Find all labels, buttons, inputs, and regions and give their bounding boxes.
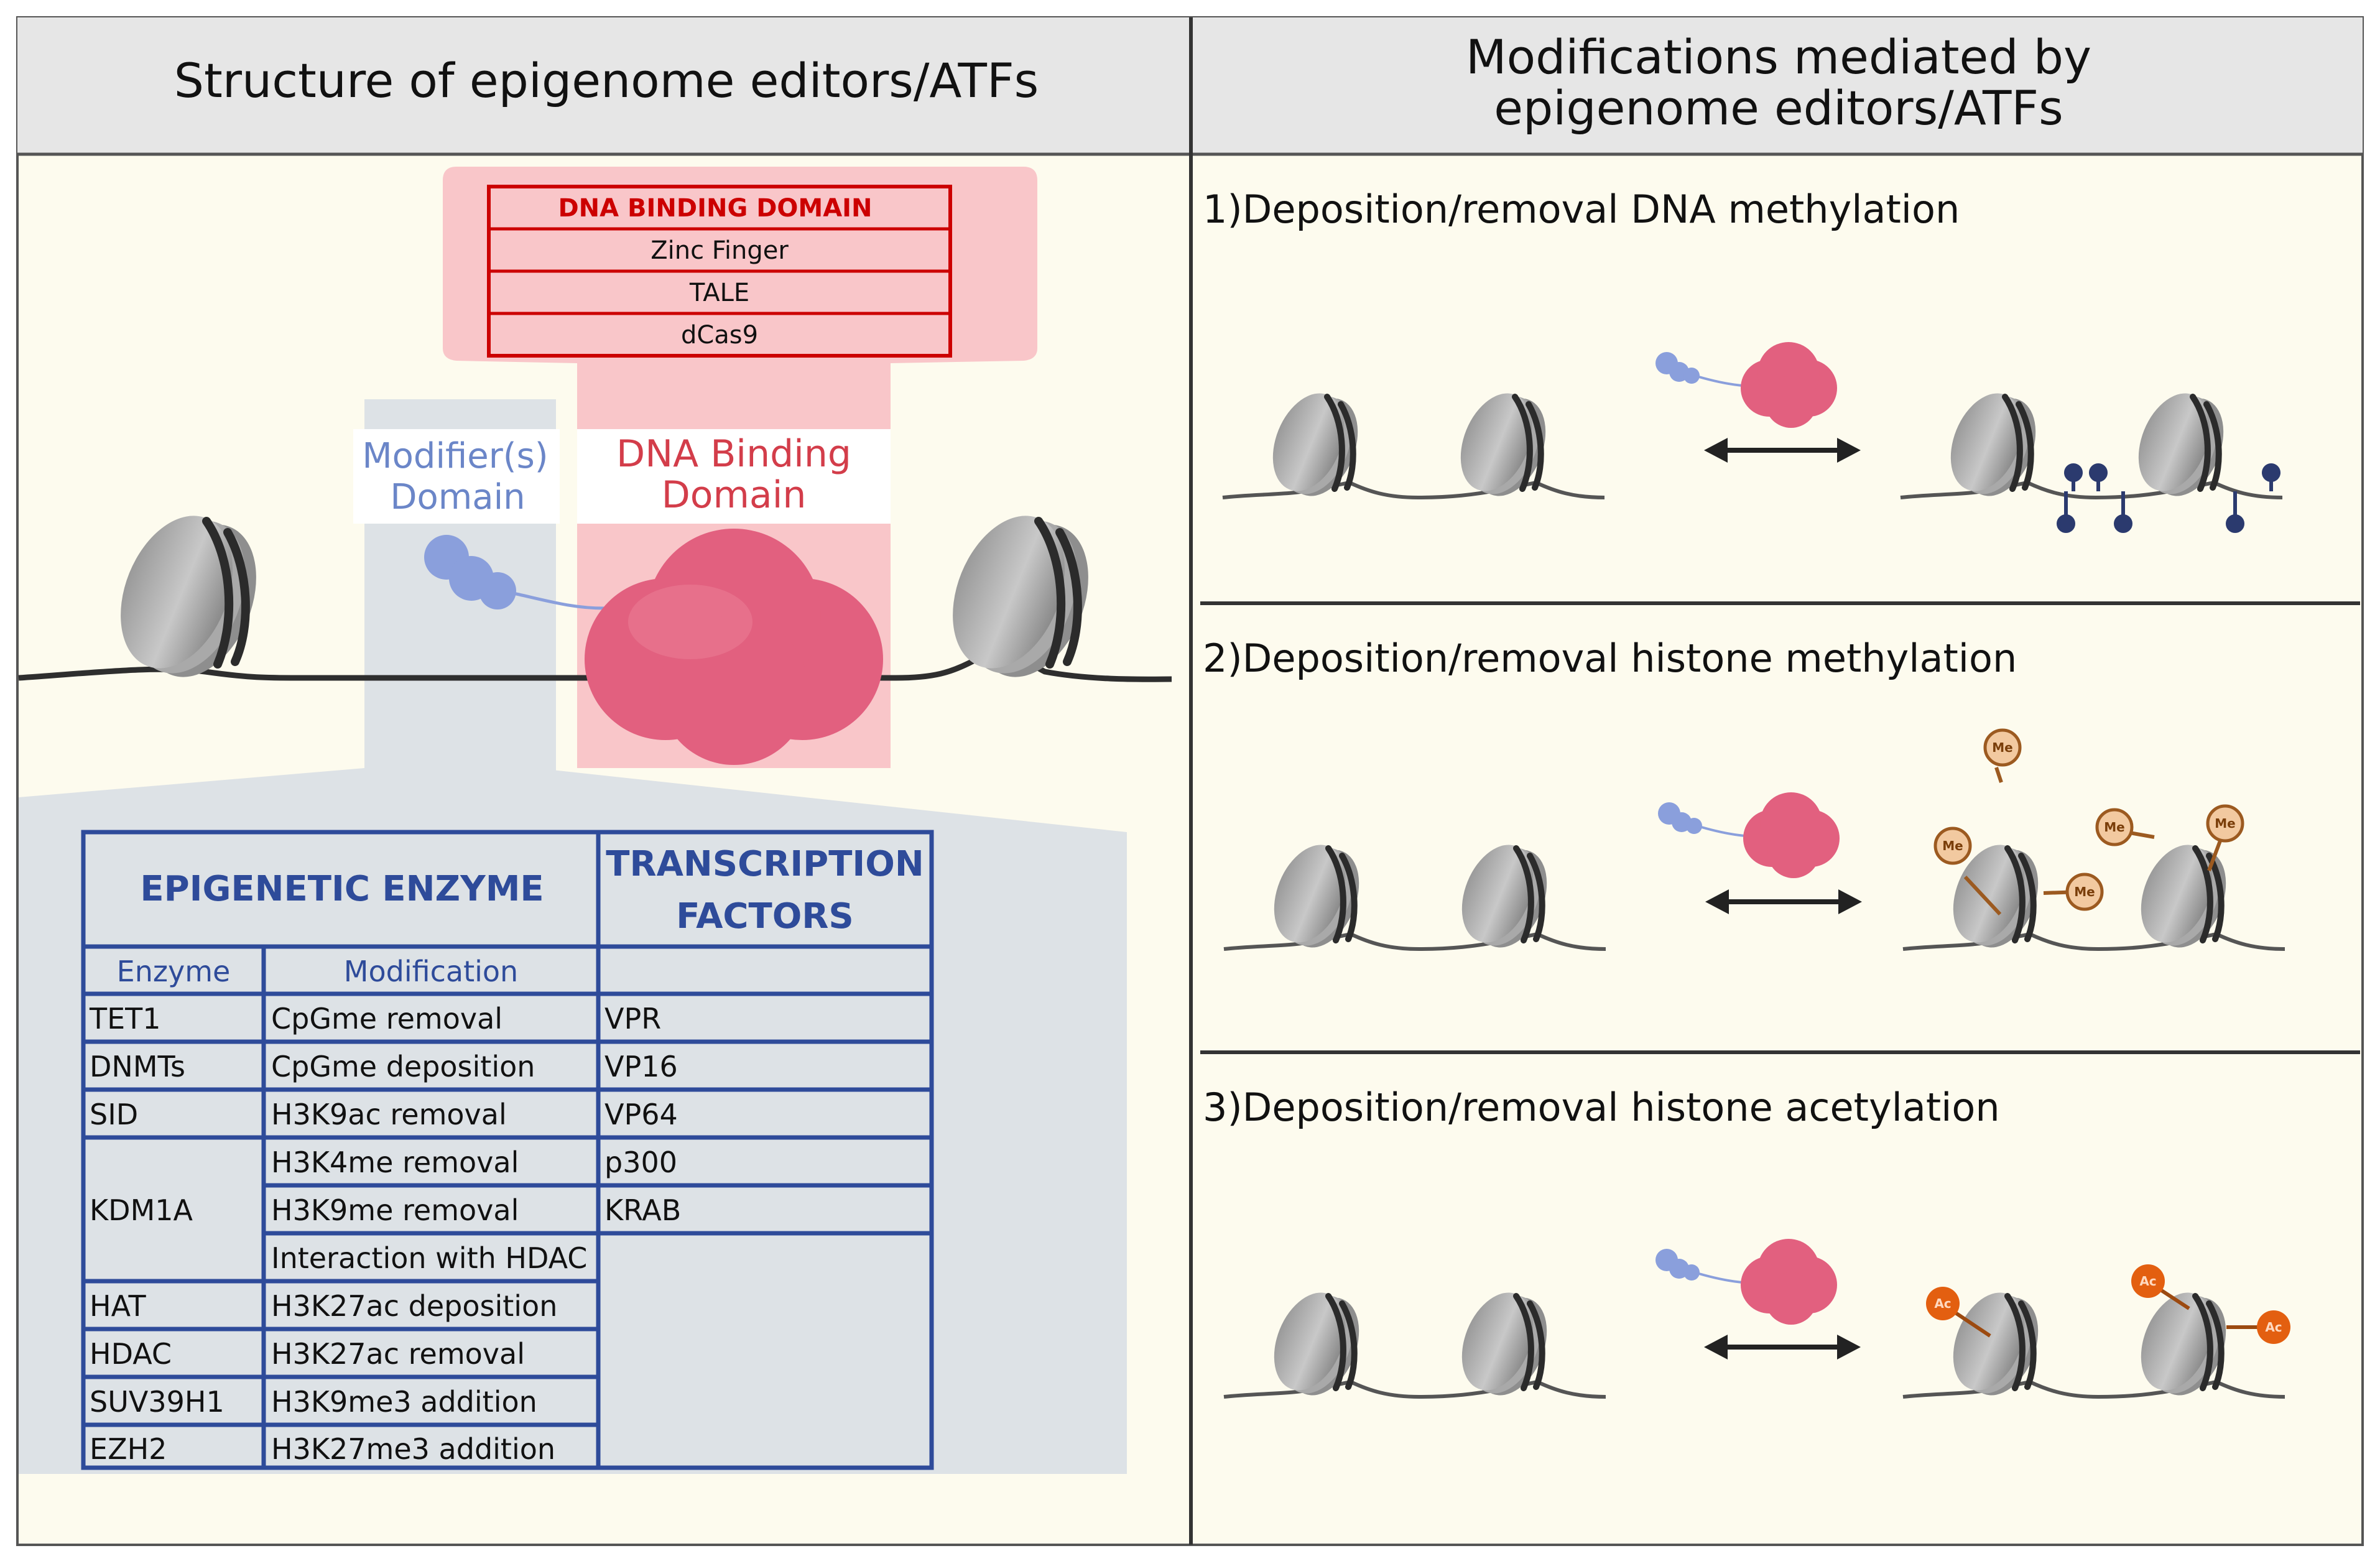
me-label: Me: [1992, 740, 2012, 755]
tf-cell: p300: [604, 1146, 677, 1179]
ac-label: Ac: [1934, 1296, 1951, 1311]
dbd-label-bg: [577, 429, 891, 524]
modification-subheader: Modification: [344, 955, 518, 988]
enzyme-cell: SUV39H1: [90, 1385, 225, 1419]
modification-cell: Interaction with HDAC: [271, 1241, 587, 1275]
modification-cell: H3K9me removal: [271, 1193, 519, 1227]
enzyme-cell: TET1: [89, 1002, 161, 1035]
enzyme-subheader: Enzyme: [117, 955, 231, 988]
enzyme-cell: HDAC: [90, 1337, 172, 1371]
me-label: Me: [2104, 820, 2124, 835]
right-header-title-line1: Modifications mediated by: [1466, 29, 2091, 85]
right-header-title-line2: epigenome editors/ATFs: [1494, 80, 2063, 136]
section1-arrow: [1704, 438, 1861, 463]
modification-cell: H3K27ac removal: [271, 1337, 525, 1371]
left-header-title: Structure of epigenome editors/ATFs: [174, 53, 1039, 108]
section2-arrow: [1705, 889, 1862, 914]
right-header-bg: [1191, 17, 2363, 154]
tf-cell: KRAB: [604, 1193, 681, 1227]
modification-cell: H3K9me3 addition: [271, 1385, 537, 1419]
modification-cell: H3K27ac deposition: [271, 1289, 557, 1323]
enzyme-table: [81, 830, 934, 1470]
ac-label: Ac: [2139, 1274, 2156, 1289]
dbd-box-title: DNA BINDING DOMAIN: [558, 194, 872, 223]
modification-cell: CpGme removal: [271, 1002, 502, 1035]
me-mark: Me: [2206, 804, 2244, 872]
dbd-options-box: DNA BINDING DOMAIN Zinc Finger TALE dCas…: [487, 185, 952, 358]
histone-acetyl-marks: Ac Ac Ac: [1926, 1264, 2290, 1344]
enzyme-cell: EZH2: [90, 1432, 167, 1466]
dbd-option-zinc-finger: Zinc Finger: [651, 236, 789, 265]
histone-methyl-marks: Me Me Me Me Me: [1933, 728, 2244, 916]
section2-before: [1223, 834, 1606, 958]
section1-cpg-methyl-marks: [2057, 463, 2280, 533]
modification-cell: CpGme deposition: [271, 1050, 535, 1083]
me-mark: Me: [1983, 728, 2022, 783]
me-mark: Me: [1933, 827, 2002, 916]
modifier-label-bg: [353, 429, 560, 524]
me-mark: Me: [2043, 873, 2104, 911]
left-header-bg: [17, 17, 1191, 154]
enzyme-cell: DNMTs: [90, 1050, 185, 1083]
section-title-dna-methylation: 1)Deposition/removal DNA methylation: [1203, 187, 1960, 232]
modifier-domain-label-line2: Domain: [390, 477, 525, 517]
ac-mark: Ac: [1926, 1287, 1991, 1338]
modifier-domain-label-line1: Modifier(s): [362, 436, 548, 476]
section3-before: [1223, 1282, 1606, 1406]
me-label: Me: [2215, 816, 2235, 831]
enzyme-cell: SID: [90, 1098, 138, 1131]
tf-header-line1: TRANSCRIPTION: [606, 844, 924, 884]
section3-after-acetylated: [1902, 1282, 2285, 1406]
section1-after-methylated: [1900, 382, 2283, 506]
section2-after-methylated: [1902, 834, 2285, 958]
modification-cell: H3K9ac removal: [271, 1098, 507, 1131]
section-title-histone-methylation: 2)Deposition/removal histone methylation: [1203, 636, 2017, 681]
section-title-histone-acetylation: 3)Deposition/removal histone acetylation: [1203, 1085, 2000, 1130]
section1-before: [1222, 382, 1605, 506]
ac-mark: Ac: [2131, 1264, 2190, 1310]
tf-cell: VP64: [604, 1098, 678, 1131]
me-label: Me: [1942, 838, 1963, 853]
modification-cell: H3K4me removal: [271, 1146, 519, 1179]
dna-binding-protein: [585, 529, 883, 765]
dbd-option-tale: TALE: [689, 279, 749, 307]
dbd-label-line2: Domain: [662, 473, 807, 517]
ac-mark: Ac: [2226, 1310, 2290, 1344]
table-zoom-bg: [19, 760, 1127, 1474]
enzyme-cell: HAT: [90, 1289, 146, 1323]
dbd-label-line1: DNA Binding: [616, 432, 851, 476]
tf-header-line2: FACTORS: [676, 896, 854, 937]
modification-cell: H3K27me3 addition: [271, 1432, 555, 1466]
me-label: Me: [2074, 884, 2095, 899]
enzyme-header: EPIGENETIC ENZYME: [140, 869, 544, 909]
section3-arrow: [1704, 1335, 1861, 1360]
enzyme-cell: KDM1A: [90, 1193, 193, 1227]
tf-cell: VP16: [604, 1050, 678, 1083]
modifier-domain: [424, 535, 605, 610]
tf-cell: VPR: [604, 1002, 661, 1035]
me-mark: Me: [2095, 808, 2155, 846]
ac-label: Ac: [2265, 1320, 2282, 1335]
dbd-option-dcas9: dCas9: [681, 321, 758, 350]
